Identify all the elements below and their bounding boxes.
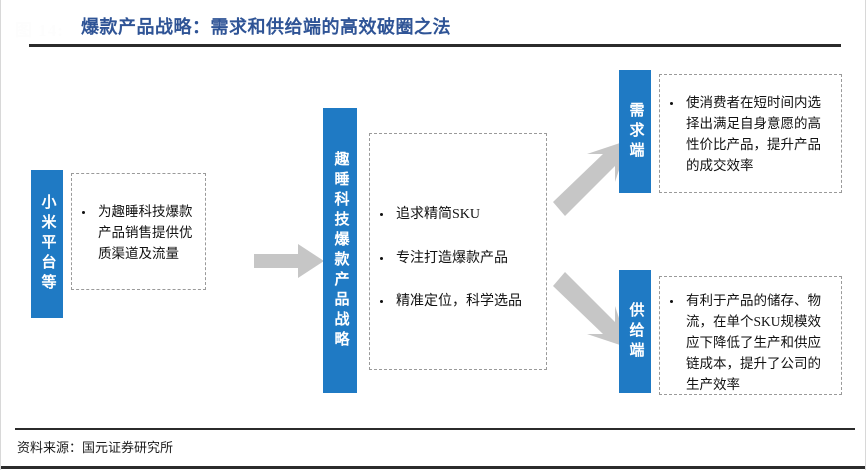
- node-channel-label-box: 小米平台等: [31, 170, 63, 318]
- node-strategy-panel: 追求精简SKU 专注打造爆款产品 精准定位，科学选品: [369, 133, 547, 370]
- node-supply-label: 供给端: [627, 301, 644, 362]
- list-item: 有利于产品的储存、物流，在单个SKU规模效应下降低了生产和供应链成本，提升了公司…: [660, 291, 829, 396]
- node-demand-label-box: 需求端: [619, 70, 651, 193]
- list-item: 使消费者在短时间内选择出满足自身意愿的高性价比产品，提升产品的成交效率: [660, 93, 829, 177]
- node-demand-label: 需求端: [627, 101, 644, 162]
- node-supply-panel: 有利于产品的储存、物流，在单个SKU规模效应下降低了生产和供应链成本，提升了公司…: [659, 276, 842, 395]
- node-strategy-label: 趣睡科技爆款产品战略: [332, 150, 349, 351]
- page-bottom-rule: [1, 466, 865, 469]
- footer-divider: [15, 428, 855, 430]
- channel-bullet-list: 为趣睡科技爆款产品销售提供优质渠道及流量: [72, 202, 205, 265]
- node-demand-panel: 使消费者在短时间内选择出满足自身意愿的高性价比产品，提升产品的成交效率: [659, 74, 842, 193]
- figure-number-label: 图 14:: [15, 21, 64, 40]
- list-item: 专注打造爆款产品: [370, 248, 546, 270]
- source-note: 资料来源：国元证券研究所: [17, 440, 174, 455]
- node-supply-label-box: 供给端: [619, 270, 651, 393]
- arrow-right-icon: [254, 244, 324, 278]
- arrow-down-right-icon: [553, 272, 629, 348]
- node-strategy-label-box: 趣睡科技爆款产品战略: [323, 108, 357, 393]
- demand-bullet-list: 使消费者在短时间内选择出满足自身意愿的高性价比产品，提升产品的成交效率: [660, 93, 841, 177]
- list-item: 精准定位，科学选品: [370, 291, 546, 313]
- figure-header: 图 14: 爆款产品战略：需求和供给端的高效破圈之法: [1, 0, 865, 50]
- header-divider: [29, 44, 841, 47]
- page-title: 爆款产品战略：需求和供给端的高效破圈之法: [81, 17, 451, 37]
- strategy-bullet-list: 追求精简SKU 专注打造爆款产品 精准定位，科学选品: [370, 204, 546, 335]
- node-channel-panel: 为趣睡科技爆款产品销售提供优质渠道及流量: [71, 173, 206, 290]
- node-channel-label: 小米平台等: [39, 194, 56, 294]
- arrow-up-right-icon: [553, 140, 629, 216]
- supply-bullet-list: 有利于产品的储存、物流，在单个SKU规模效应下降低了生产和供应链成本，提升了公司…: [660, 291, 841, 396]
- list-item: 追求精简SKU: [370, 204, 546, 226]
- list-item: 为趣睡科技爆款产品销售提供优质渠道及流量: [72, 202, 197, 265]
